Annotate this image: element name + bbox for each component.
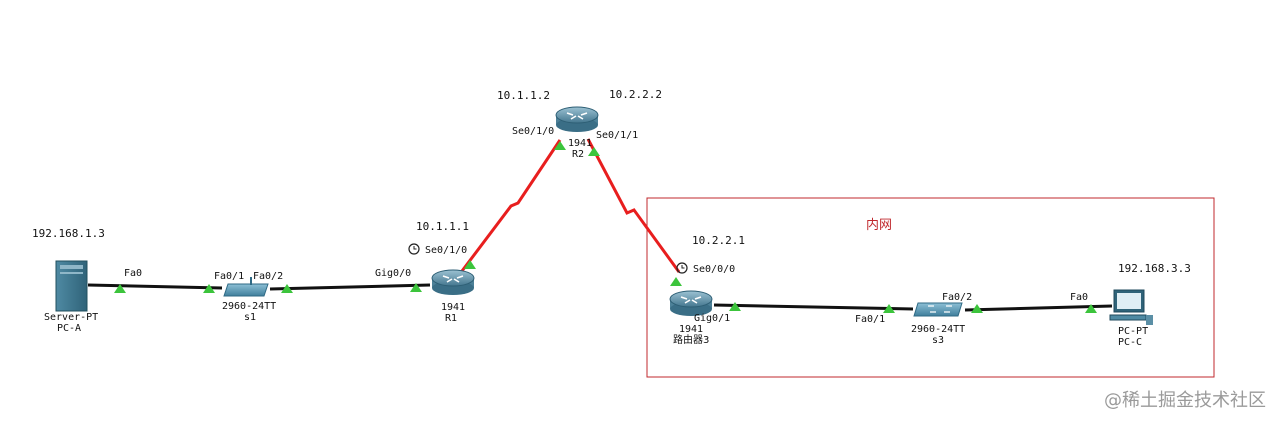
link-pca-s1[interactable]	[87, 283, 223, 290]
r1-ip: 10.1.1.1	[416, 220, 469, 233]
port-indicator-icon	[114, 284, 126, 293]
s3-port-fa01: Fa0/1	[855, 314, 885, 325]
link-s1-r1[interactable]	[269, 283, 431, 291]
switch-icon	[223, 277, 269, 297]
switch-icon	[913, 302, 963, 317]
port-indicator-icon	[464, 260, 476, 269]
r2-name: R2	[572, 149, 584, 160]
clock-icon	[676, 262, 688, 274]
port-indicator-icon	[883, 304, 895, 313]
pc-a-model: Server-PT	[44, 312, 98, 323]
s3-port-fa02: Fa0/2	[942, 292, 972, 303]
pc-c-model: PC-PT	[1118, 326, 1148, 337]
r3-port-se000: Se0/0/0	[693, 264, 735, 275]
r1-port-gig00: Gig0/0	[375, 268, 411, 279]
pc-a-name: PC-A	[57, 323, 81, 334]
s1-port-fa01: Fa0/1	[214, 271, 244, 282]
port-indicator-icon	[729, 302, 741, 311]
port-indicator-icon	[554, 141, 566, 150]
port-indicator-icon	[203, 284, 215, 293]
r2-ip-right: 10.2.2.2	[609, 88, 662, 101]
r2-ip-left: 10.1.1.2	[497, 89, 550, 102]
port-indicator-icon	[281, 284, 293, 293]
watermark: @稀土掘金技术社区	[1104, 390, 1266, 411]
intranet-zone-box[interactable]	[646, 197, 1215, 378]
s3-name: s3	[932, 335, 944, 346]
clock-icon	[408, 243, 420, 255]
device-pc-a[interactable]: Server-PT PC-A 192.168.1.3 Fa0	[32, 227, 142, 334]
link-s3-pcc[interactable]	[964, 304, 1113, 312]
router-icon	[555, 106, 599, 132]
device-r3[interactable]: 1941 路由器3 10.2.2.1 Se0/0/0 Gig0/1	[669, 234, 745, 346]
device-pc-c[interactable]: PC-PT PC-C 192.168.3.3 Fa0	[1070, 262, 1191, 348]
port-indicator-icon	[670, 277, 682, 286]
s1-model: 2960-24TT	[222, 301, 276, 312]
device-r1[interactable]: 1941 R1 10.1.1.1 Gig0/0 Se0/1/0	[375, 220, 475, 324]
r1-name: R1	[445, 313, 457, 324]
r2-port-se011: Se0/1/1	[596, 130, 638, 141]
s1-name: s1	[244, 312, 256, 323]
pc-a-port-fa0: Fa0	[124, 268, 142, 279]
router-icon	[669, 290, 713, 316]
r3-port-gig01: Gig0/1	[694, 313, 730, 324]
serial-link-r1-r2[interactable]	[460, 139, 562, 272]
r2-model: 1941	[568, 138, 592, 149]
s1-port-fa02: Fa0/2	[253, 271, 283, 282]
r3-ip: 10.2.2.1	[692, 234, 745, 247]
r1-model: 1941	[441, 302, 465, 313]
serial-link-r2-r3[interactable]	[586, 138, 681, 273]
pc-c-name: PC-C	[1118, 337, 1142, 348]
server-icon	[55, 260, 88, 312]
device-r2[interactable]: 1941 R2 10.1.1.2 10.2.2.2 Se0/1/0 Se0/1/…	[497, 88, 662, 160]
port-indicator-icon	[588, 147, 600, 156]
pc-a-ip: 192.168.1.3	[32, 227, 105, 240]
r1-port-se010: Se0/1/0	[425, 245, 467, 256]
pc-c-ip: 192.168.3.3	[1118, 262, 1191, 275]
link-r3-s3[interactable]	[713, 303, 914, 311]
intranet-zone-label: 内网	[866, 217, 892, 233]
port-indicator-icon	[1085, 304, 1097, 313]
r2-port-se010: Se0/1/0	[512, 126, 554, 137]
device-s3[interactable]: 2960-24TT s3 Fa0/1 Fa0/2	[855, 292, 972, 346]
device-s1[interactable]: 2960-24TT s1 Fa0/1 Fa0/2	[214, 271, 283, 323]
r3-name: 路由器3	[673, 333, 709, 346]
port-indicator-icon	[410, 283, 422, 292]
r3-model: 1941	[679, 324, 703, 335]
pc-c-port-fa0: Fa0	[1070, 292, 1088, 303]
router-icon	[431, 269, 475, 295]
port-indicator-icon	[971, 304, 983, 313]
pc-icon	[1109, 289, 1153, 325]
s3-model: 2960-24TT	[911, 324, 965, 335]
